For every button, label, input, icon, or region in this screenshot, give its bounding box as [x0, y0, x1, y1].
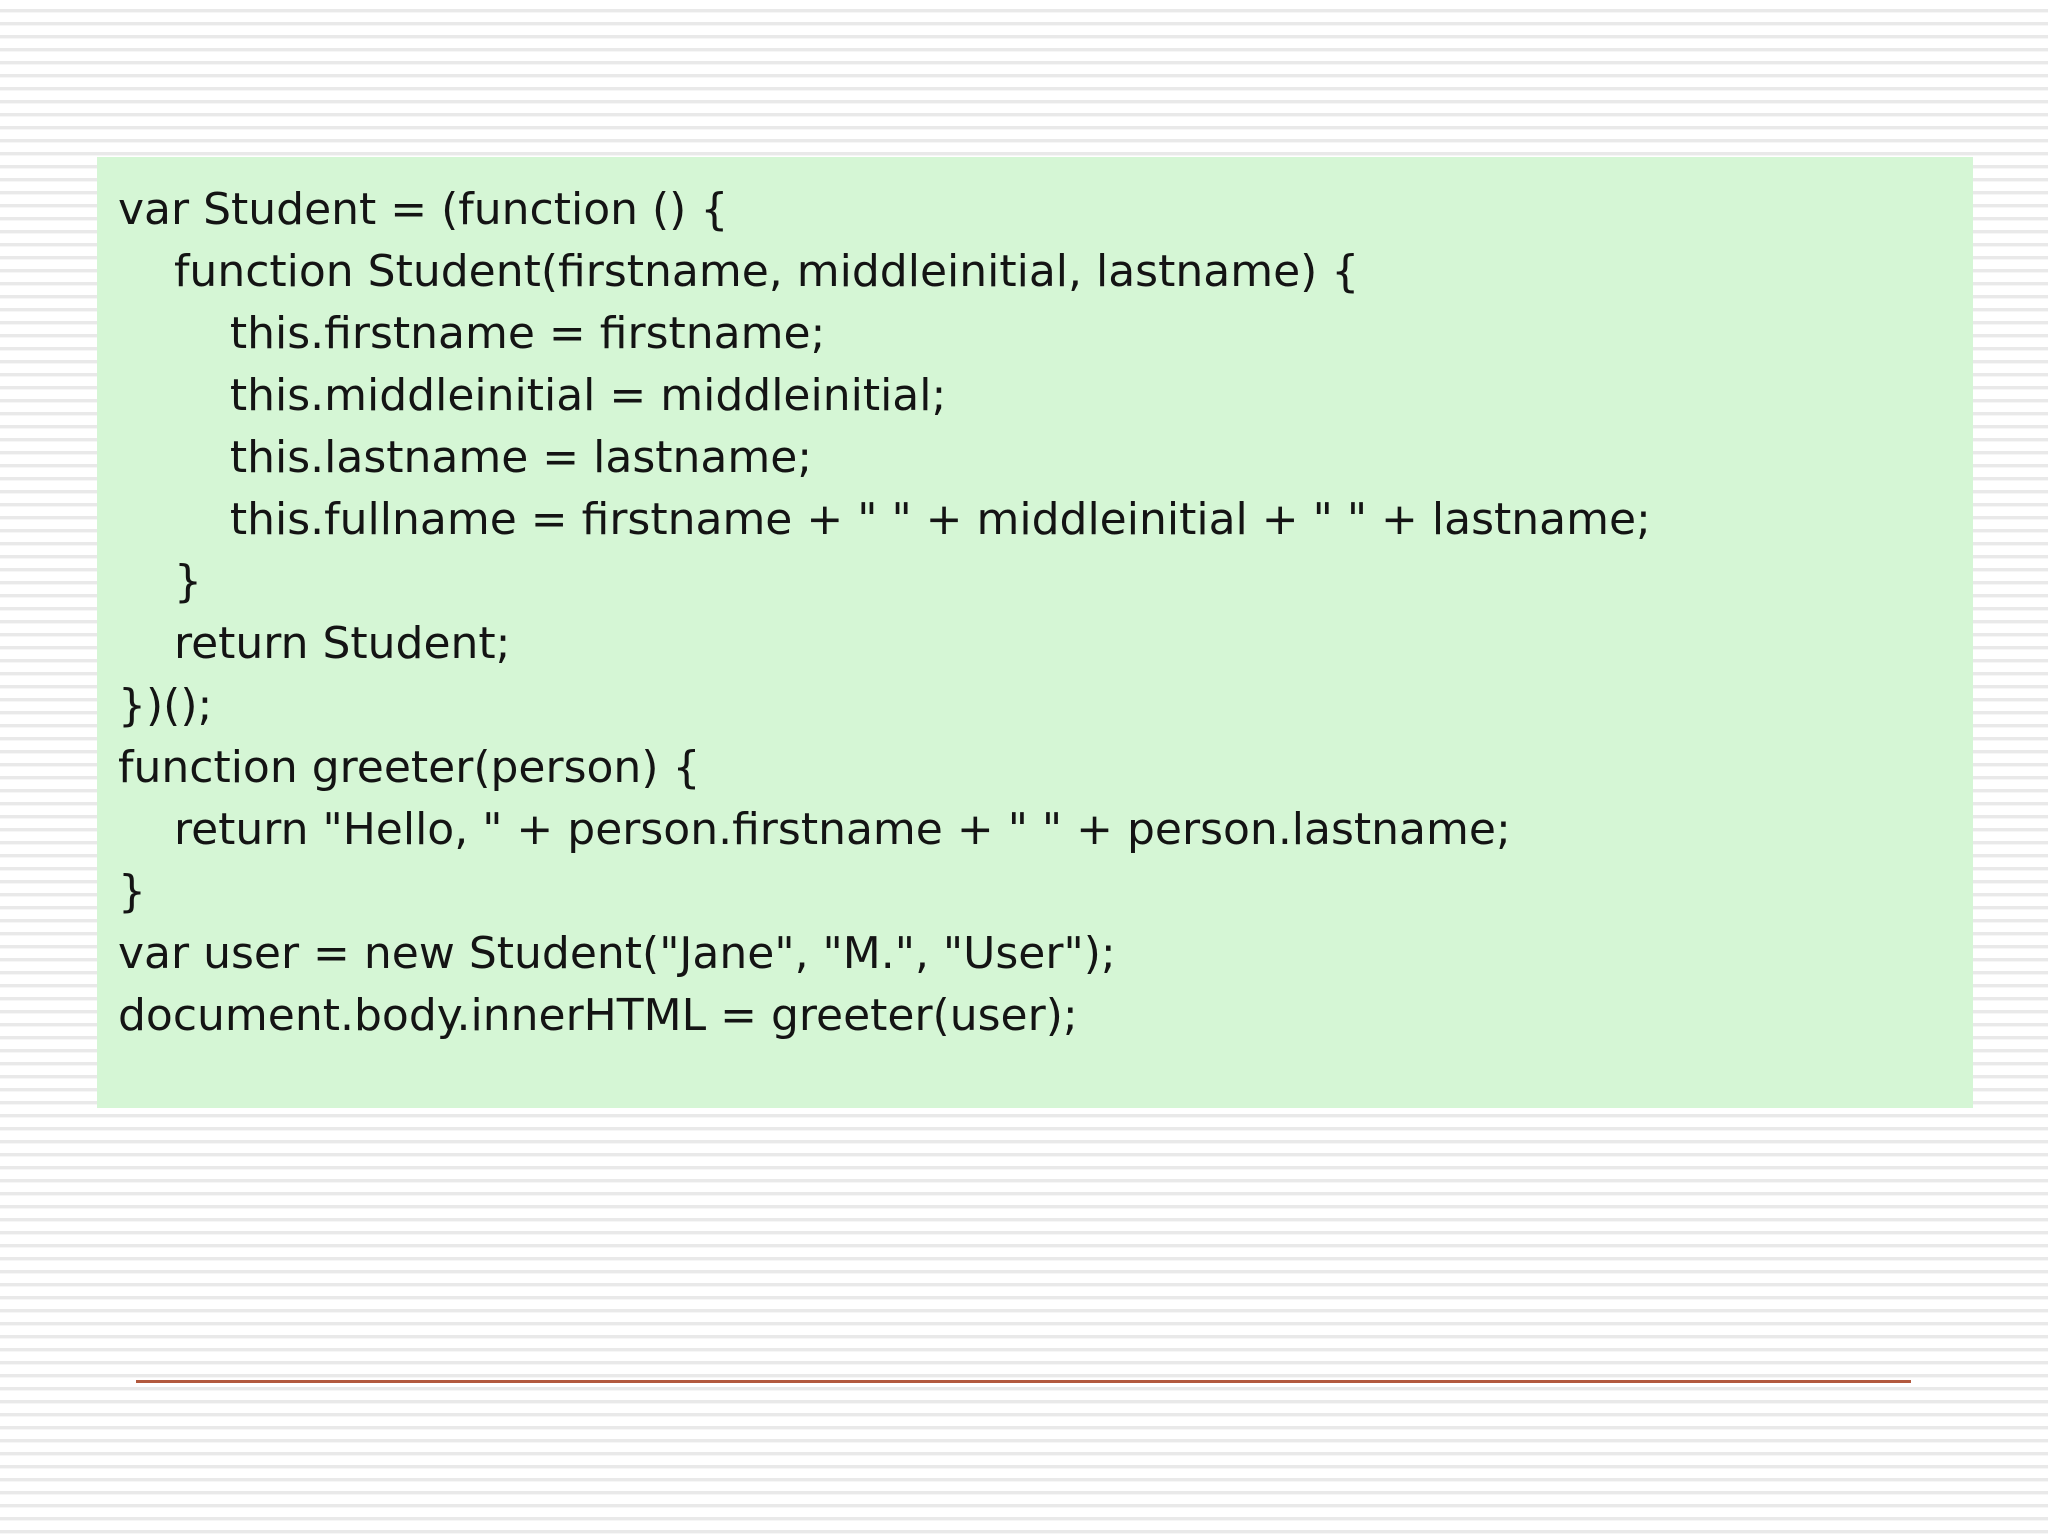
code-block: var Student = (function () { function St… — [97, 157, 1973, 1108]
code-text: var Student = (function () { function St… — [118, 184, 1651, 1041]
horizontal-rule — [136, 1380, 1911, 1383]
